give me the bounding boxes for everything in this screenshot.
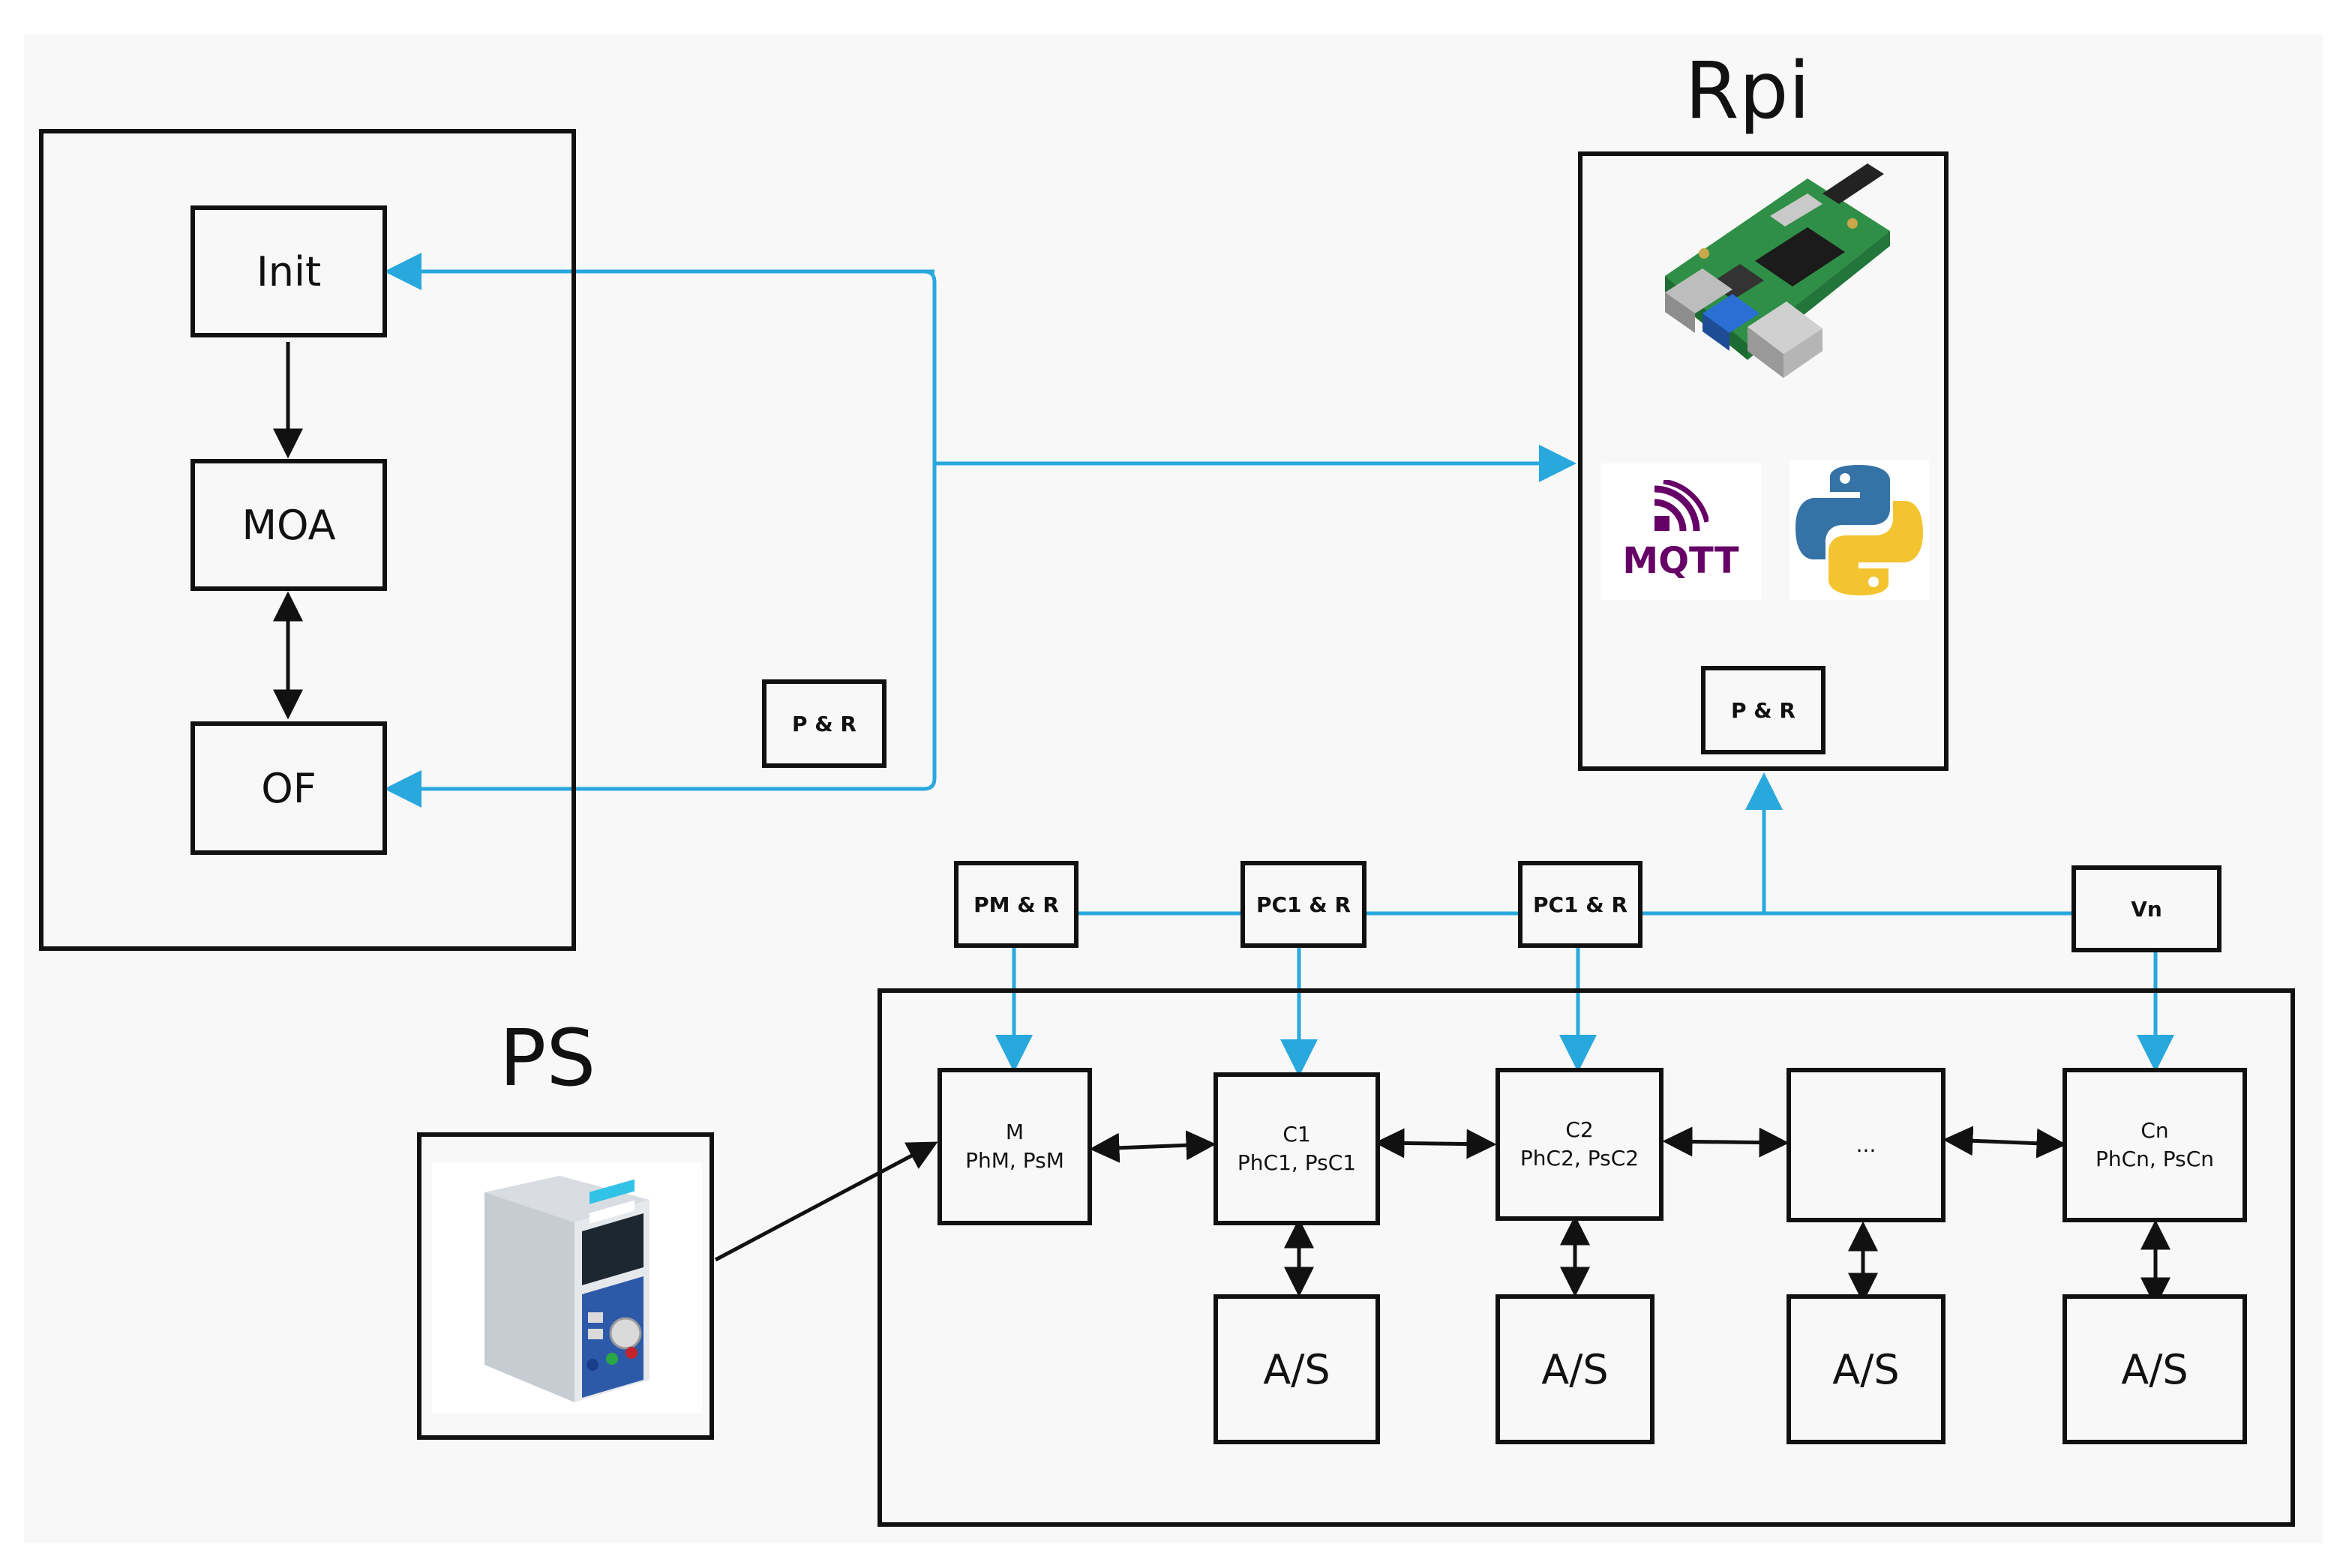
python-logo [1790, 460, 1929, 600]
init-block: Init [190, 205, 387, 337]
rpi-frame [1578, 151, 1948, 771]
bench-power-supply-illustration [484, 1176, 650, 1402]
as-block-2: A/S [1496, 1294, 1654, 1444]
mqtt-logo-text: MQTT [1622, 540, 1739, 582]
pc2-bus-block: PC1 & R [1518, 861, 1642, 948]
power-supply-image [432, 1162, 702, 1413]
ellipsis-block: ... [1786, 1068, 1946, 1222]
raspberry-pi-board-image [1665, 163, 1890, 378]
blue-link-left [384, 253, 1576, 808]
as-block-4: A/S [2062, 1294, 2247, 1444]
ps-title: PS [499, 1012, 596, 1104]
chain-frame [878, 988, 2295, 1527]
left-system-frame [39, 129, 576, 951]
blue-link-bus [995, 772, 2174, 1077]
as-block-3: A/S [1786, 1294, 1946, 1444]
mqtt-wave-icon [1654, 480, 1708, 532]
vn-bus-block: Vn [2072, 865, 2222, 952]
moa-block: MOA [190, 459, 387, 591]
black-arrows [273, 342, 2170, 1308]
cn-block: Cn PhCn, PsCn [2062, 1068, 2247, 1222]
python-icon [1796, 465, 1923, 595]
as-block-1: A/S [1214, 1294, 1380, 1444]
pm-bus-block: PM & R [954, 861, 1078, 948]
c1-block: C1 PhC1, PsC1 [1214, 1072, 1380, 1225]
rpi-pr-block: P & R [1701, 666, 1826, 754]
left-pr-block: P & R [762, 679, 886, 768]
of-block: OF [190, 721, 387, 855]
mqtt-logo: MQTT [1600, 463, 1761, 600]
pc1-bus-block: PC1 & R [1240, 861, 1366, 948]
m-block: M PhM, PsM [938, 1068, 1092, 1225]
c2-block: C2 PhC2, PsC2 [1496, 1068, 1664, 1221]
rpi-title: Rpi [1684, 45, 1810, 136]
